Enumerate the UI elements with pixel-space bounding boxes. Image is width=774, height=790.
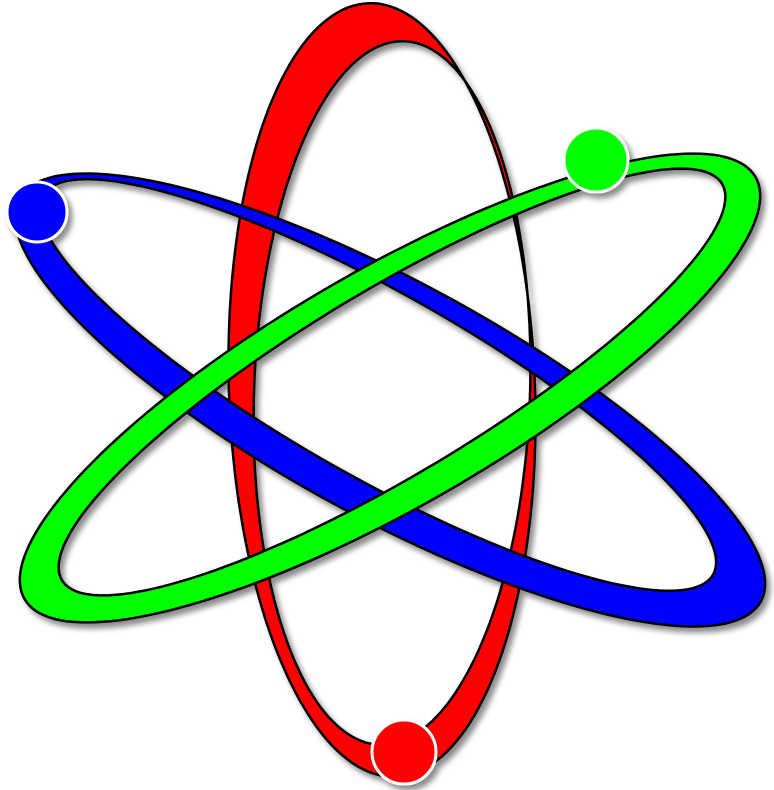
blue-electron-icon <box>5 180 69 244</box>
red-electron-icon <box>370 718 438 786</box>
green-electron-icon <box>562 126 630 194</box>
red-orbit-ring <box>227 1 537 779</box>
blue-orbit-ring <box>13 172 767 628</box>
green-orbit-ring <box>18 152 762 624</box>
